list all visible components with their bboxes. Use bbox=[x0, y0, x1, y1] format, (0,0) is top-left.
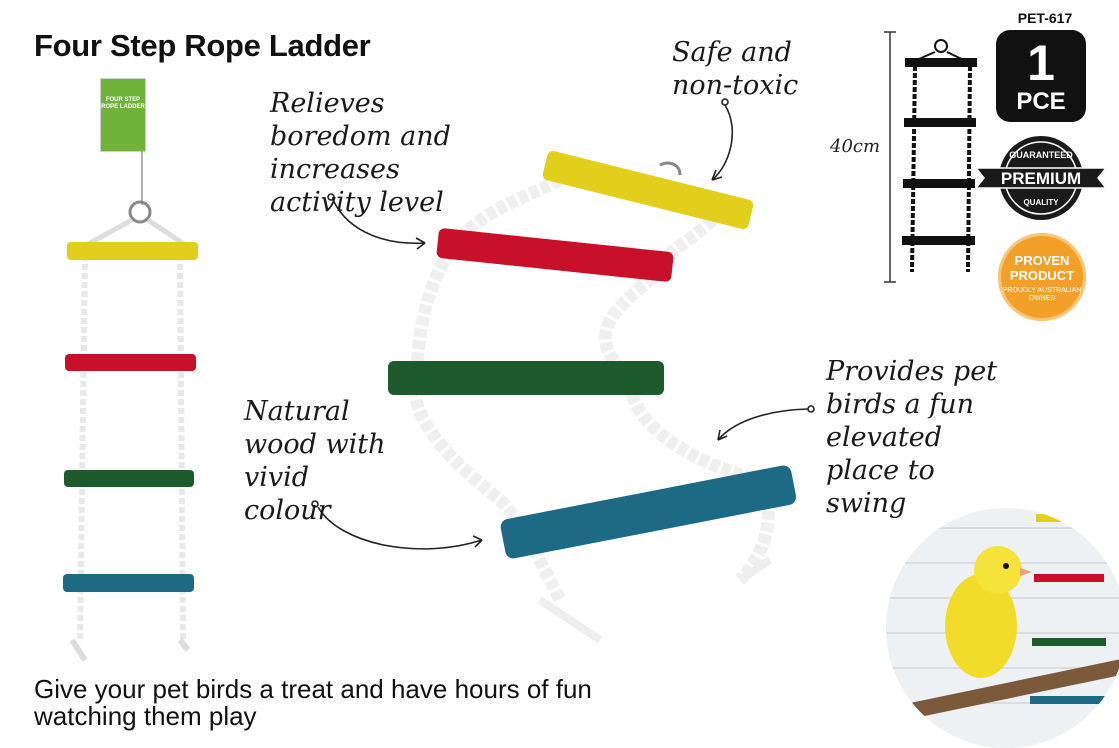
bird-photo bbox=[886, 508, 1119, 748]
callout-boredom: Relieves boredom and increases activity … bbox=[270, 88, 451, 218]
callout-safe: Safe and non-toxic bbox=[672, 37, 799, 101]
product-code: PET-617 bbox=[1017, 10, 1073, 26]
callout-swing: Provides pet birds a fun elevated place … bbox=[826, 356, 998, 519]
callout-arrows bbox=[311, 98, 815, 550]
callout-wood: Natural wood with vivid colour bbox=[244, 396, 386, 526]
premium-bottom-text: QUALITY bbox=[1023, 198, 1059, 207]
small-ladder bbox=[63, 150, 198, 662]
small-rung-green bbox=[64, 470, 194, 487]
premium-main-text: PREMIUM bbox=[1001, 169, 1081, 188]
large-ladder bbox=[388, 151, 797, 644]
large-rung-blue bbox=[500, 465, 797, 559]
quantity-value: 1 bbox=[1027, 35, 1055, 91]
quantity-badge: 1 PCE bbox=[996, 30, 1086, 122]
package-thumbnail: FOUR STEP ROPE LADDER bbox=[100, 78, 146, 152]
small-rung-blue bbox=[63, 574, 194, 592]
quantity-unit: PCE bbox=[1016, 88, 1066, 115]
dimension-diagram bbox=[884, 31, 977, 283]
large-rung-red bbox=[436, 228, 674, 282]
large-rung-yellow bbox=[542, 151, 754, 229]
premium-top-text: GUARANTEED bbox=[1009, 150, 1073, 160]
proven-title: PROVEN PRODUCT bbox=[1009, 253, 1075, 283]
large-rung-green bbox=[388, 361, 664, 395]
proven-subtitle: PROUDLY AUSTRALIAN OWNED bbox=[1002, 287, 1082, 302]
small-rung-yellow bbox=[67, 242, 198, 260]
dimension-label: 40cm bbox=[830, 136, 881, 157]
product-title: Four Step Rope Ladder bbox=[34, 28, 371, 63]
proven-product-badge: PROVEN PRODUCT PROUDLY AUSTRALIAN OWNED bbox=[998, 233, 1086, 321]
small-rung-red bbox=[65, 354, 196, 371]
premium-quality-badge: GUARANTEED PREMIUM QUALITY bbox=[976, 136, 1106, 220]
product-tagline: Give your pet birds a treat and have hou… bbox=[34, 674, 592, 731]
package-label: FOUR STEP ROPE LADDER bbox=[101, 97, 145, 110]
